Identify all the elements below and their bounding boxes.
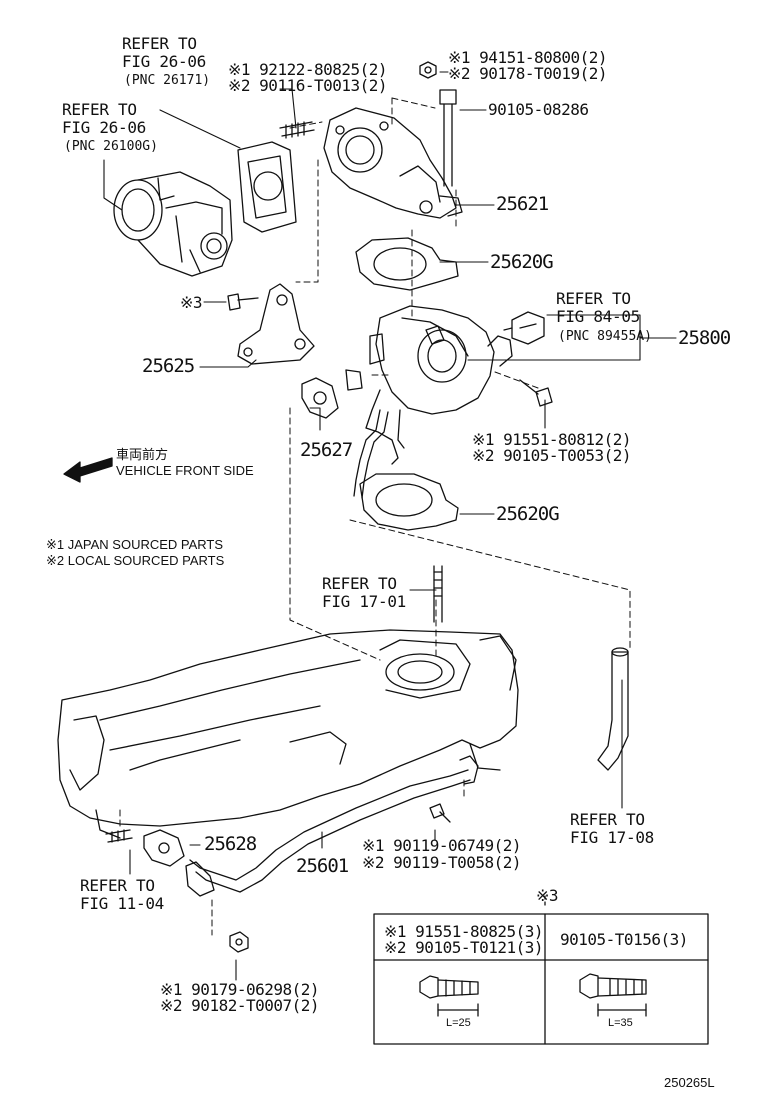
part-90116: ※2 90116-T0013(2): [228, 76, 388, 95]
part-90105-08286: 90105-08286: [488, 100, 589, 119]
stud-bolt: [279, 121, 315, 139]
diagram-code: 250265L: [664, 1075, 715, 1090]
mark-3-bolt: ※3: [180, 293, 203, 312]
ref-26171-line1: REFER TO: [122, 34, 197, 53]
direction-en: VEHICLE FRONT SIDE: [116, 463, 254, 478]
ref-17-08-line2: FIG 17-08: [570, 828, 654, 847]
ref-26171-line2: FIG 26-06: [122, 52, 206, 71]
leader-lines: [103, 71, 677, 981]
ref-26100G-line1: REFER TO: [62, 100, 137, 119]
bolt-l35-drawing: [579, 973, 647, 1017]
ref-17-01-line1: REFER TO: [322, 574, 397, 593]
stud-17-01: [433, 565, 443, 623]
bolt-91551: [519, 379, 553, 407]
ref-17-08-line1: REFER TO: [570, 810, 645, 829]
table-right-part: 90105-T0156(3): [560, 930, 688, 949]
part-91551-80812: ※1 91551-80812(2): [472, 430, 632, 449]
ref-11-04-line1: REFER TO: [80, 876, 155, 895]
egr-elbow-25621: [323, 107, 463, 219]
part-94151: ※1 94151-80800(2): [448, 48, 608, 67]
table-graphics: [373, 895, 709, 1045]
part-25621: 25621: [496, 193, 549, 215]
ref-89455A-pnc: (PNC 89455A): [558, 329, 652, 344]
small-bypass-pipe: [353, 409, 389, 499]
top-nut: [419, 61, 437, 79]
part-25800: 25800: [678, 327, 731, 349]
nut-90179: [229, 931, 249, 953]
dashed-assembly-lines: [119, 97, 631, 936]
table-right-length: L=35: [608, 1017, 633, 1029]
part-92122: ※1 92122-80825(2): [228, 60, 388, 79]
front-direction-arrow: [63, 457, 113, 483]
throttle-body: [113, 171, 233, 277]
ref-26100G-line2: FIG 26-06: [62, 118, 146, 137]
legend-local: ※2 LOCAL SOURCED PARTS: [46, 553, 225, 568]
ref-11-04-line2: FIG 11-04: [80, 894, 164, 913]
egr-pipe-25601: [185, 755, 479, 897]
table-mark: ※3: [536, 886, 559, 905]
bolt-small: [227, 293, 259, 311]
ref-26171-pnc: (PNC 26171): [124, 73, 211, 88]
intake-manifold: [57, 629, 519, 839]
ref-89455A-line1: REFER TO: [556, 289, 631, 308]
gasket-25628: [143, 829, 185, 867]
ref-89455A-line2: FIG 84-05: [556, 307, 640, 326]
stud-11-04: [105, 829, 133, 843]
legend-japan: ※1 JAPAN SOURCED PARTS: [46, 537, 224, 552]
part-90119-06749: ※1 90119-06749(2): [362, 836, 522, 855]
part-90105-T0053: ※2 90105-T0053(2): [472, 446, 632, 465]
part-25620G-upper: 25620G: [490, 251, 554, 273]
long-bolt: [439, 89, 457, 187]
hose-17-08: [597, 647, 629, 771]
part-25627: 25627: [300, 439, 353, 461]
part-25620G-lower: 25620G: [496, 503, 560, 525]
bolt-l25-drawing: [419, 975, 479, 1017]
gasket-25627: [301, 377, 339, 419]
bracket-25625: [237, 283, 315, 365]
direction-jp: 車両前方: [116, 447, 169, 462]
part-25601: 25601: [296, 855, 349, 877]
throttle-gasket: [237, 141, 297, 233]
table-left-part1: ※1 91551-80825(3): [384, 922, 544, 941]
table-left-length: L=25: [446, 1017, 471, 1029]
part-25625: 25625: [142, 355, 195, 377]
egr-sensor: [503, 311, 545, 345]
egr-valve-25800: [345, 305, 513, 465]
ref-17-01-line2: FIG 17-01: [322, 592, 406, 611]
table-left-part2: ※2 90105-T0121(3): [384, 938, 544, 957]
gasket-25620G-lower: [359, 473, 459, 531]
part-90178: ※2 90178-T0019(2): [448, 64, 608, 83]
part-90182: ※2 90182-T0007(2): [160, 996, 320, 1015]
ref-26100G-pnc: (PNC 26100G): [64, 139, 158, 154]
gasket-25620G-upper: [355, 237, 459, 291]
part-25628: 25628: [204, 833, 257, 855]
part-90179: ※1 90179-06298(2): [160, 980, 320, 999]
bolt-90119: [429, 803, 451, 823]
part-90119-T0058: ※2 90119-T0058(2): [362, 853, 522, 872]
